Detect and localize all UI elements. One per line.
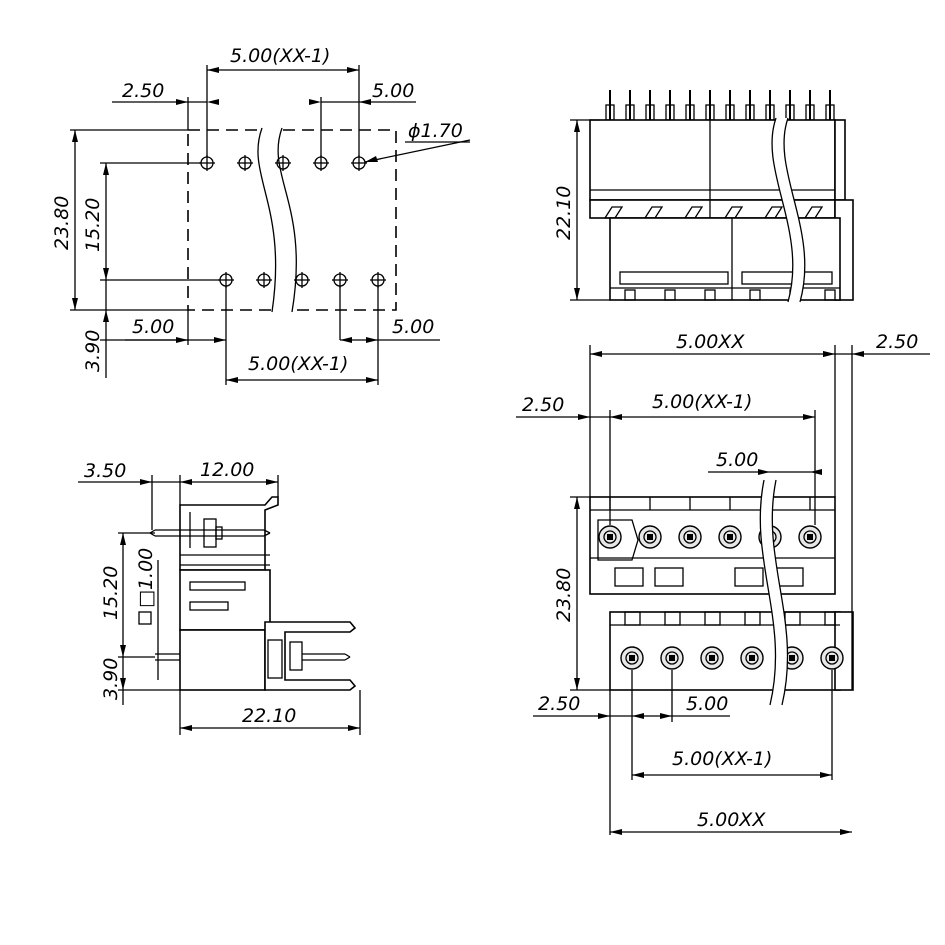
dim-side-row-spacing: 15.20: [100, 532, 155, 658]
dim-side-bottom: 3.90: [100, 657, 180, 705]
svg-text:5.00: 5.00: [372, 80, 414, 102]
dim-top-pitch: 5.00: [309, 80, 416, 105]
svg-text:22.10: 22.10: [553, 186, 575, 240]
dim-lower-span: 5.00(XX-1): [226, 353, 378, 383]
top-view: 5.00XX 2.50 5.00(XX-1) 2.50: [516, 331, 930, 835]
dim-overall-height: 23.80: [51, 130, 78, 310]
lower-screw-row: [620, 646, 844, 670]
dim-top-view-height: 23.80: [553, 496, 610, 691]
svg-text:3.90: 3.90: [100, 658, 122, 700]
upper-screw-row: [598, 525, 822, 549]
upper-hole-row: [199, 155, 367, 171]
svg-text:3.50: 3.50: [84, 460, 126, 482]
svg-text:□1.00: □1.00: [135, 548, 157, 608]
dim-side-width: 22.10: [179, 690, 361, 735]
dim-header-depth: 12.00: [179, 459, 279, 505]
svg-text:5.00(XX-1): 5.00(XX-1): [230, 45, 330, 67]
dim-bottom-pitch: 5.00: [632, 670, 730, 722]
dim-bottom-span: 5.00(XX-1): [632, 670, 833, 780]
svg-text:23.80: 23.80: [51, 196, 73, 250]
dim-top-overall: 5.00XX: [589, 331, 853, 690]
plug-top-body: [609, 611, 841, 691]
front-view: 22.10: [553, 90, 854, 303]
dim-pin-square: □1.00: [135, 548, 159, 680]
svg-text:23.80: 23.80: [553, 568, 575, 622]
svg-text:5.00: 5.00: [132, 316, 174, 338]
svg-text:2.50: 2.50: [522, 394, 564, 416]
svg-text:5.00(XX-1): 5.00(XX-1): [248, 353, 348, 375]
svg-text:2.50: 2.50: [122, 80, 164, 102]
svg-text:5.00(XX-1): 5.00(XX-1): [672, 748, 772, 770]
svg-text:15.20: 15.20: [100, 566, 122, 620]
svg-text:5.00XX: 5.00XX: [697, 809, 766, 831]
svg-text:5.00XX: 5.00XX: [676, 331, 745, 353]
svg-text:5.00(XX-1): 5.00(XX-1): [652, 391, 752, 413]
svg-text:5.00: 5.00: [686, 693, 728, 715]
dim-top-pitch-span: 5.00(XX-1): [207, 45, 359, 73]
svg-text:ϕ1.70: ϕ1.70: [408, 120, 463, 142]
dim-bottom-overall: 5.00XX: [610, 809, 852, 835]
dim-top-pitch-span-right: 5.00(XX-1): [609, 391, 816, 525]
dim-top-pitch-right: 5.00: [708, 449, 822, 475]
svg-text:5.00: 5.00: [716, 449, 758, 471]
dim-bottom-left-edge: 2.50: [533, 670, 644, 835]
dim-row-spacing: 15.20: [82, 163, 109, 280]
dim-bottom-offset: 3.90: [82, 280, 109, 378]
svg-text:15.20: 15.20: [82, 198, 104, 252]
dim-hole-diameter: ϕ1.70: [364, 120, 471, 163]
header-top-body: [589, 496, 836, 595]
dim-top-left-edge: 2.50: [516, 394, 610, 420]
dim-front-height: 22.10: [553, 119, 610, 301]
side-view: 3.50 12.00 15.20 □1.00: [78, 459, 361, 735]
svg-text:12.00: 12.00: [200, 459, 254, 481]
dim-edge-offset: 2.50: [112, 80, 219, 105]
dim-lower-pitch: 5.00: [340, 316, 440, 343]
pin-row: [605, 90, 835, 121]
svg-text:5.00: 5.00: [392, 316, 434, 338]
dim-pin-offset: 3.50: [78, 460, 192, 530]
svg-text:2.50: 2.50: [538, 693, 580, 715]
pcb-layout-view: 5.00(XX-1) 2.50 5.00 ϕ1.70 23.80: [51, 45, 471, 385]
header-body: [589, 119, 836, 201]
dim-lower-offset: 5.00: [125, 316, 226, 343]
svg-text:22.10: 22.10: [242, 705, 296, 727]
lower-hole-row: [218, 272, 386, 288]
svg-text:2.50: 2.50: [876, 331, 918, 353]
dim-top-right-edge: 2.50: [823, 331, 930, 357]
pcb-outline: [187, 129, 397, 311]
svg-text:3.90: 3.90: [82, 330, 104, 372]
